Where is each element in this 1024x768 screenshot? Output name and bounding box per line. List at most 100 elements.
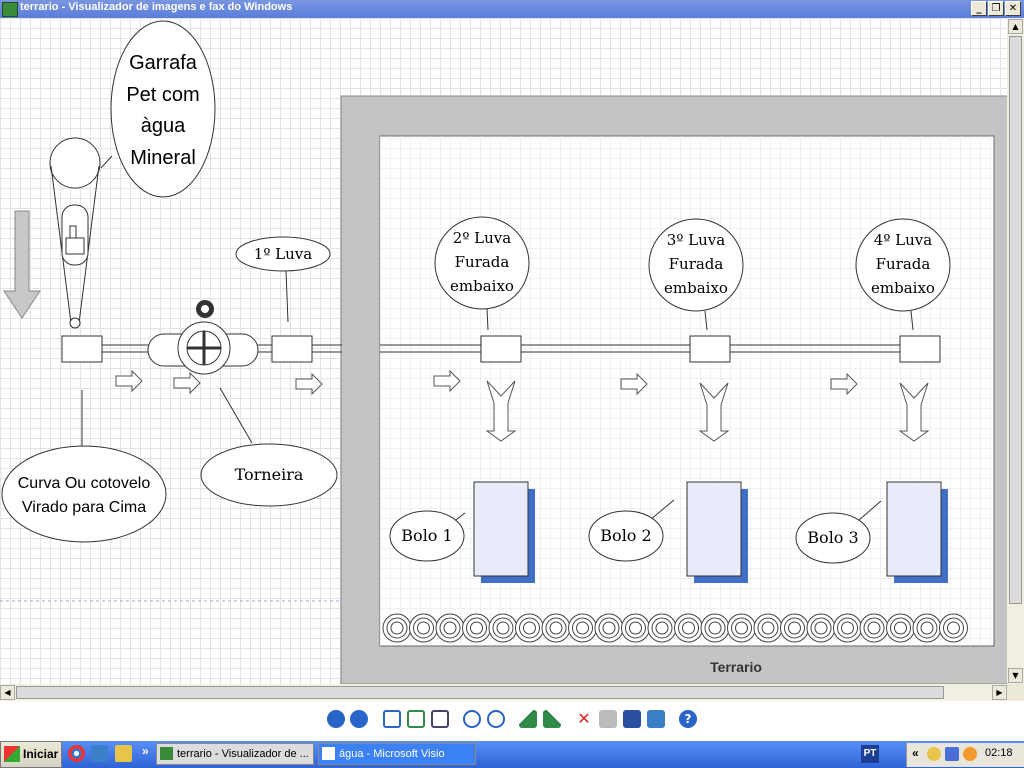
right-arrow-icon <box>115 369 143 393</box>
bolo-1-label: Bolo 1 <box>401 526 452 545</box>
start-label: Iniciar <box>23 747 59 761</box>
right-arrow-icon <box>620 372 648 396</box>
right-arrow-icon <box>830 372 858 396</box>
tap-shape <box>147 300 259 375</box>
print-icon[interactable] <box>599 710 617 728</box>
task-image-viewer[interactable]: terrario - Visualizador de ... <box>156 743 314 765</box>
task-label: terrario - Visualizador de ... <box>177 748 309 760</box>
chrome-icon[interactable] <box>68 745 85 762</box>
pebble <box>867 621 881 635</box>
window-title: terrario - Visualizador de imagens e fax… <box>20 1 293 13</box>
pebble <box>735 621 748 635</box>
down-arrow-icon <box>898 382 930 442</box>
zoom-out-icon[interactable] <box>487 710 505 728</box>
bottle-label-line-4: Mineral <box>130 147 196 169</box>
luva-3-label-line-3: embaixo <box>664 279 728 297</box>
terrario-label: Terrario <box>710 659 762 675</box>
best-fit-icon[interactable] <box>383 710 401 728</box>
pebble <box>894 621 907 635</box>
bolos <box>389 481 948 583</box>
scroll-up-arrow-icon[interactable]: ▲ <box>1008 19 1023 34</box>
bolo-2-label: Bolo 2 <box>600 526 651 545</box>
diagram-canvas: Terrario Garrafa Pet com àgua Mineral <box>0 20 1007 684</box>
luva-4-label-line-1: 4º Luva <box>874 231 932 249</box>
network-icon[interactable] <box>945 747 959 761</box>
pebble <box>523 621 536 635</box>
luvas-furadas <box>434 216 951 363</box>
help-icon[interactable]: ? <box>679 710 697 728</box>
quicklaunch-overflow[interactable]: » <box>142 744 149 758</box>
folder-icon[interactable] <box>115 745 132 762</box>
rotate-counterclockwise-icon[interactable] <box>543 710 561 728</box>
luva-1-box <box>271 335 313 363</box>
zoom-in-icon[interactable] <box>463 710 481 728</box>
luva-4-label-line-2: Furada <box>876 255 931 273</box>
minimize-button[interactable]: _ <box>971 1 987 16</box>
rotate-clockwise-icon[interactable] <box>519 710 537 728</box>
title-bar: terrario - Visualizador de imagens e fax… <box>0 0 1024 18</box>
pebble <box>814 621 828 635</box>
bolo-3-label: Bolo 3 <box>807 528 858 547</box>
close-button[interactable]: ✕ <box>1005 1 1021 16</box>
bottle-label-line-1: Garrafa <box>129 52 198 74</box>
flow-arrows <box>115 369 858 396</box>
scroll-left-arrow-icon[interactable]: ◀ <box>0 685 15 700</box>
bottle-label-line-3: àgua <box>141 115 186 137</box>
save-icon[interactable] <box>623 710 641 728</box>
pebble <box>841 621 854 635</box>
slideshow-icon[interactable] <box>431 710 449 728</box>
image-viewer-icon <box>160 747 173 760</box>
visio-icon <box>322 747 335 760</box>
pebble <box>549 621 563 635</box>
pebble <box>655 621 669 635</box>
pebble <box>602 621 616 635</box>
image-view[interactable]: Terrario Garrafa Pet com àgua Mineral <box>0 18 1007 684</box>
down-arrow-icon <box>485 380 517 442</box>
restore-button[interactable]: ❐ <box>988 1 1004 16</box>
pebble <box>417 621 430 635</box>
viewer-toolbar <box>0 701 1024 741</box>
open-editor-icon[interactable] <box>647 710 665 728</box>
pebble <box>496 621 510 635</box>
pebble <box>629 621 642 635</box>
pebble <box>761 621 775 635</box>
luva-2-label-line-3: embaixo <box>450 277 514 295</box>
pebble <box>708 621 722 635</box>
right-arrow-icon <box>433 369 461 393</box>
image-viewer-icon <box>2 2 18 17</box>
scroll-down-arrow-icon[interactable]: ▼ <box>1008 668 1023 683</box>
drop-arrows <box>485 380 930 442</box>
task-visio[interactable]: água - Microsoft Visio <box>318 743 476 765</box>
pebble <box>576 621 589 635</box>
next-image-icon[interactable] <box>350 710 368 728</box>
actual-size-icon[interactable] <box>407 710 425 728</box>
down-arrow-icon <box>3 210 41 319</box>
browser-icon[interactable] <box>91 745 108 762</box>
pebble <box>788 621 801 635</box>
pebble <box>920 621 934 635</box>
bottle-label-line-2: Pet com <box>126 84 199 106</box>
scroll-right-arrow-icon[interactable]: ▶ <box>992 685 1007 700</box>
luva-3-label-line-1: 3º Luva <box>667 231 725 249</box>
start-button[interactable]: Iniciar <box>0 741 62 768</box>
clock: 02:18 <box>985 747 1013 759</box>
delete-icon[interactable]: ✕ <box>577 709 591 728</box>
luva-3-label-line-2: Furada <box>669 255 724 273</box>
pebble <box>682 621 695 635</box>
luva-1-label: 1º Luva <box>254 245 312 263</box>
task-label: água - Microsoft Visio <box>339 748 445 760</box>
bottle-shape <box>49 137 101 329</box>
right-arrow-icon <box>295 372 323 396</box>
previous-image-icon[interactable] <box>327 710 345 728</box>
luva-2-label-line-2: Furada <box>455 253 510 271</box>
horizontal-scroll-thumb[interactable] <box>16 686 944 699</box>
right-arrow-icon <box>173 371 201 395</box>
luva-2-label-line-1: 2º Luva <box>453 229 511 247</box>
vertical-scroll-thumb[interactable] <box>1009 36 1022 604</box>
pebble-row <box>382 613 968 643</box>
tray-icon[interactable] <box>963 747 977 761</box>
tray-chevron-icon[interactable]: « <box>912 746 919 760</box>
luva-4-label-line-3: embaixo <box>871 279 935 297</box>
tray-icon[interactable] <box>927 747 941 761</box>
language-indicator[interactable]: PT <box>861 745 879 763</box>
